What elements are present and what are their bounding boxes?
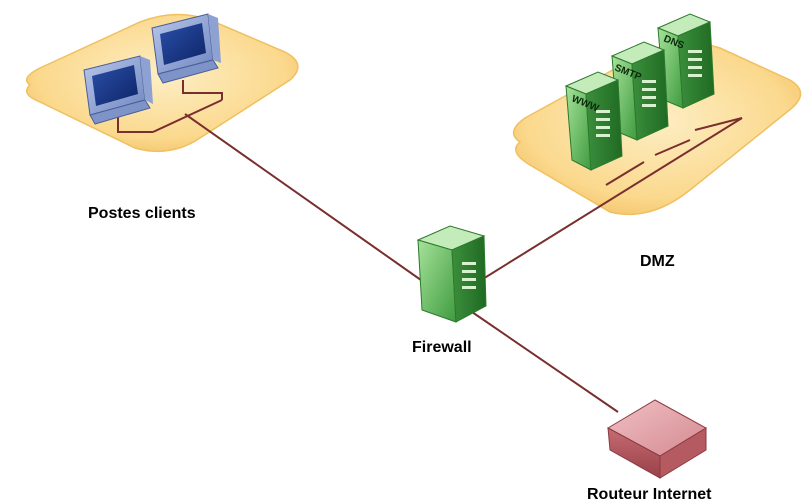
router-label: Routeur Internet xyxy=(587,486,712,503)
router-icon xyxy=(606,399,707,479)
dmz-label: DMZ xyxy=(640,253,675,270)
link-clients-firewall xyxy=(184,113,429,286)
client-monitor-icon xyxy=(83,55,153,125)
link-firewall-router xyxy=(471,311,619,413)
link-client2 xyxy=(182,80,223,100)
link-dmz-www xyxy=(605,161,645,186)
firewall-label: Firewall xyxy=(412,339,472,356)
link-dmz-firewall xyxy=(477,117,743,283)
clients-label: Postes clients xyxy=(88,205,196,222)
link-dmz-dns xyxy=(694,117,743,131)
link-dmz-smtp xyxy=(654,139,691,156)
client-monitor-icon xyxy=(151,13,221,84)
www-server-icon: WWW xyxy=(564,71,623,171)
firewall-icon xyxy=(416,225,487,323)
